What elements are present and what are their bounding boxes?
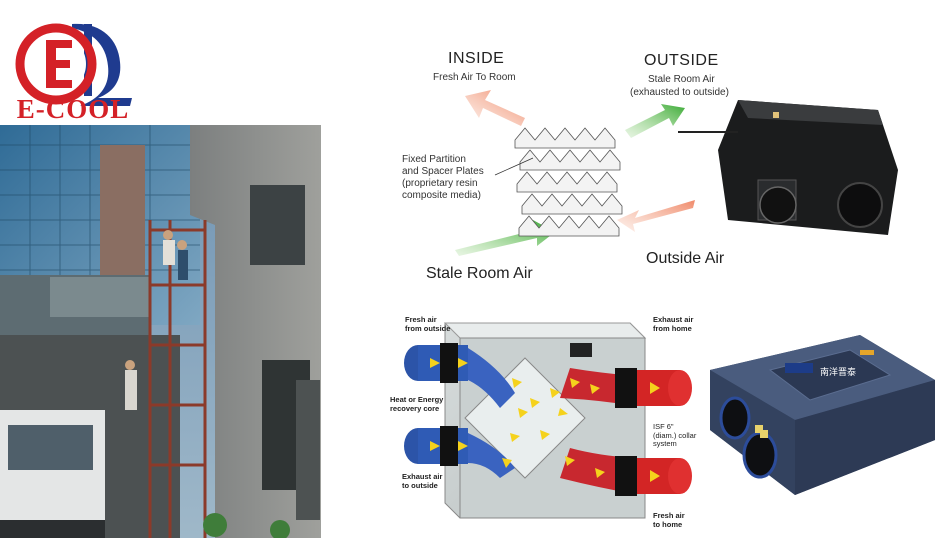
logo-red-ring bbox=[15, 23, 97, 105]
stale-air-in-arrow bbox=[455, 220, 555, 256]
tower-column bbox=[100, 145, 145, 295]
installation-photo bbox=[0, 125, 321, 538]
logo-e-letter bbox=[46, 40, 72, 88]
inside-title: INSIDE bbox=[448, 50, 505, 67]
hrv-cutaway-diagram bbox=[404, 322, 692, 519]
exhaust-to-outside-label: Exhaust air to outside bbox=[402, 472, 443, 490]
fresh-from-outside-label: Fresh air from outside bbox=[405, 315, 451, 333]
fresh-air-arrow bbox=[465, 90, 525, 126]
outside-title: OUTSIDE bbox=[644, 52, 719, 69]
hrv-product-photo: 南洋晋泰 bbox=[710, 335, 935, 495]
inside-subtitle: Fresh Air To Room bbox=[433, 72, 516, 83]
outside-air-in-arrow bbox=[617, 200, 695, 232]
logo-brand-text: E-COOL bbox=[16, 94, 130, 124]
exhaust-arrow bbox=[625, 104, 685, 138]
collar-label: ISF 6" (diam.) collar system bbox=[653, 422, 697, 448]
partition-label: Fixed Partition and Spacer Plates (propr… bbox=[402, 154, 484, 201]
outside-subtitle-2: (exhausted to outside) bbox=[630, 87, 729, 98]
outside-subtitle-1: Stale Room Air bbox=[648, 74, 715, 85]
heat-exchanger-core-diagram bbox=[455, 90, 695, 256]
exhaust-from-home-label: Exhaust air from home bbox=[653, 315, 694, 333]
product-label: 南洋晋泰 bbox=[820, 366, 856, 378]
pleated-plates bbox=[514, 127, 623, 237]
stale-room-air-label: Stale Room Air bbox=[426, 265, 533, 282]
fresh-to-home-label: Fresh air to home bbox=[653, 511, 685, 529]
core-label: Heat or Energy recovery core bbox=[390, 395, 444, 413]
logo-blue-swoosh bbox=[72, 23, 132, 107]
ecool-logo-mark bbox=[15, 23, 132, 107]
scaffold bbox=[148, 220, 207, 538]
hrv-unit-photo-top bbox=[678, 100, 898, 235]
building-window bbox=[250, 185, 305, 265]
outside-air-label: Outside Air bbox=[646, 250, 725, 267]
